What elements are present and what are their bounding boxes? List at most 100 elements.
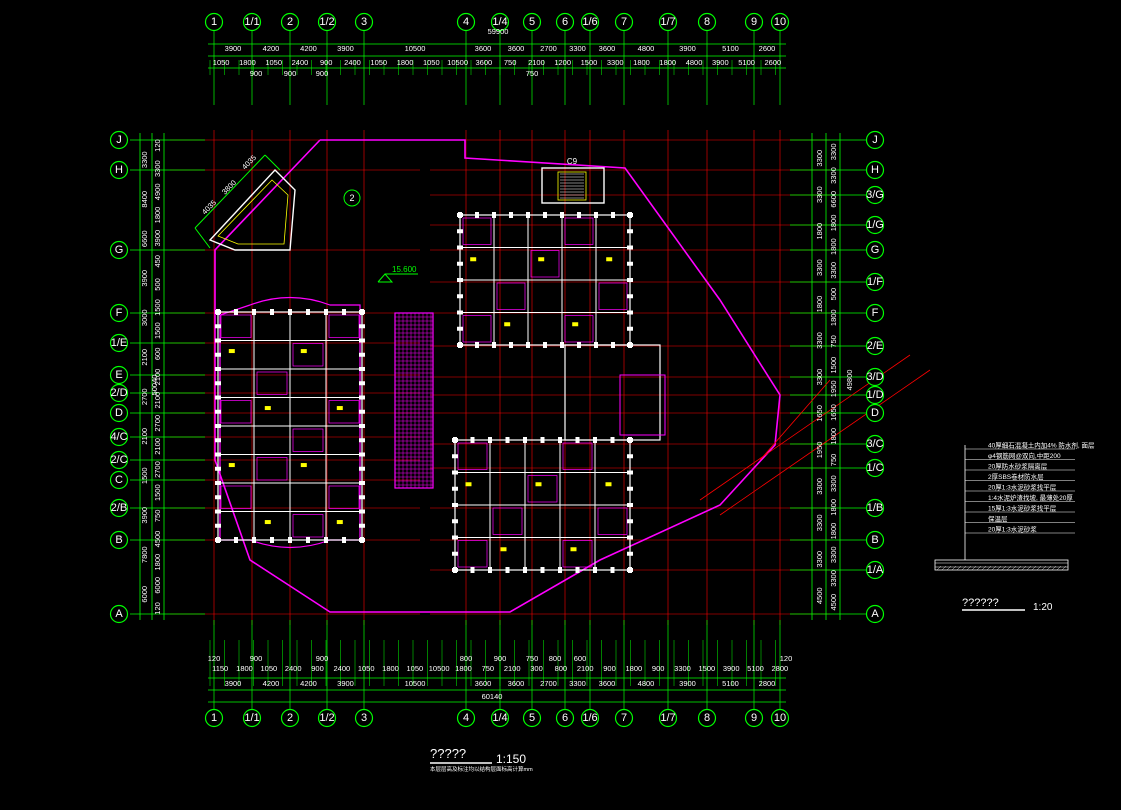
bottom-axis-label: 9: [751, 712, 757, 724]
left-axis-bubble: 2/D: [109, 383, 129, 403]
left-block-column: [359, 523, 365, 528]
drawing-note: 本层层高及标注均以结构层面标高计算mm: [430, 765, 533, 773]
left-dim-inner-text: 750: [153, 510, 162, 523]
left-block-column: [306, 309, 310, 315]
top-dim-row2-text: 1050: [213, 58, 230, 67]
left-axis-label: C: [115, 474, 123, 486]
left-axis-label: D: [115, 407, 123, 419]
axis-circle: [354, 12, 374, 32]
left-dim-inner-text: 4900: [153, 184, 162, 201]
top-axis-bubble: 1/4: [490, 12, 510, 32]
right-upper-column: [509, 212, 513, 218]
legend-line: 2厚SBS卷材防水层: [988, 472, 1044, 481]
left-block-column: [215, 381, 221, 386]
left-block-column: [359, 495, 365, 500]
right-upper-column: [457, 261, 463, 266]
right-lower-column: [523, 437, 527, 443]
left-block-column: [359, 509, 365, 514]
axis-circle: [865, 336, 885, 356]
right-axis-label: 3/G: [866, 189, 884, 201]
legend-hatch-line: [961, 565, 967, 571]
right-axis-bubble: 3/C: [865, 434, 885, 454]
bottom-dim-row1-text: 2700: [540, 679, 557, 688]
bottom-dim-row2-text: 2400: [285, 664, 302, 673]
top-dim-row1-text: 3600: [475, 44, 492, 53]
top-axis-label: 1/2: [319, 16, 334, 28]
right-axis-label: G: [871, 244, 880, 256]
left-block-window-tag: [228, 349, 235, 354]
bottom-dim-row2-text: 750: [482, 664, 495, 673]
axis-circle: [109, 403, 129, 423]
top-axis-bubble: 1/2: [317, 12, 337, 32]
left-block-column: [215, 523, 221, 528]
right-dim-inner-text: 4500: [829, 594, 838, 611]
right-axis-bubble: A: [865, 604, 885, 624]
right-upper-column: [457, 310, 463, 315]
drawing-scale: 1:150: [496, 752, 526, 766]
top-axis-bubble: 8: [697, 12, 717, 32]
right-dim-inner-text: 3300: [829, 144, 838, 161]
right-lower-column: [523, 567, 527, 573]
right-axis-label: 1/G: [866, 219, 884, 231]
top-dim-row1-text: 2600: [759, 44, 776, 53]
top-dim-row2-text: 2600: [765, 58, 782, 67]
bottom-dim-row2-text: 800: [555, 664, 568, 673]
bottom-axis-bubble: 5: [522, 708, 542, 728]
top-axis-bubble: 5: [522, 12, 542, 32]
right-dim-outer-text: 3300: [815, 478, 824, 495]
left-block-column: [359, 381, 365, 386]
left-block-column: [252, 309, 256, 315]
left-block-column: [359, 338, 365, 343]
top-dim-row2-text: 1800: [659, 58, 676, 67]
legend-text-lines: 40厚细石混凝土内加4% 防水剂, 面层φ4钢筋网@双向,中距20020厚防水砂…: [988, 441, 1095, 534]
axis-circle: [865, 385, 885, 405]
right-lower-column: [488, 437, 492, 443]
bottom-dim-row1-text: 3600: [508, 679, 525, 688]
left-axis-bubble: 2/B: [109, 498, 129, 518]
right-upper-column: [627, 310, 633, 315]
top-dim-row2-text: 4800: [686, 58, 703, 67]
left-block-column: [215, 324, 221, 329]
dimension-frames: [130, 30, 866, 712]
right-axis-bubble: D: [865, 403, 885, 423]
top-dim-sub-text: 900: [250, 69, 263, 78]
legend-line: 1:4水泥炉渣找坡, 最薄处20厚: [988, 493, 1073, 502]
right-overall-dim: 49800: [845, 370, 854, 391]
bottom-axis-bubble: 2: [280, 708, 300, 728]
left-block-column: [359, 324, 365, 329]
right-dim-outer-text: 3300: [815, 186, 824, 203]
right-axis-label: H: [871, 164, 879, 176]
legend-hatch-line: [951, 565, 957, 571]
left-block-column: [215, 310, 221, 314]
right-dim-inner-text: 1650: [829, 404, 838, 421]
bottom-axis-label: 1/6: [582, 712, 597, 724]
top-dim-row2-text: 3300: [607, 58, 624, 67]
left-block-room-inner: [292, 428, 324, 452]
left-block-column: [306, 537, 310, 543]
right-lower-column: [593, 567, 597, 573]
axis-circle: [697, 12, 717, 32]
left-block-column: [215, 481, 221, 485]
axis-circle: [865, 498, 885, 518]
left-dim-outer-text: 1500: [140, 467, 149, 484]
right-upper-column: [457, 213, 463, 217]
axis-circle: [204, 708, 224, 728]
detail-callout-circle: [343, 189, 361, 207]
right-dimension-outer: 3300330018003300180033003300165019503300…: [815, 150, 824, 604]
top-dim-row2-text: 1050: [423, 58, 440, 67]
right-upper-column: [627, 245, 633, 250]
top-axis-label: 1/4: [492, 16, 507, 28]
right-upper-column: [577, 212, 581, 218]
bottom-dim-row2-text: 5100: [747, 664, 764, 673]
legend-hatch-line: [1031, 565, 1037, 571]
left-block-window-tag: [264, 520, 271, 525]
left-block-column: [359, 424, 365, 428]
bottom-axis-bubble: 1/1: [242, 708, 262, 728]
right-upper-column: [627, 229, 633, 234]
top-axis-label: 1: [211, 16, 217, 28]
axis-circle: [109, 450, 129, 470]
left-dim-outer-text: 8400: [140, 191, 149, 208]
bottom-axis-label: 3: [361, 712, 367, 724]
